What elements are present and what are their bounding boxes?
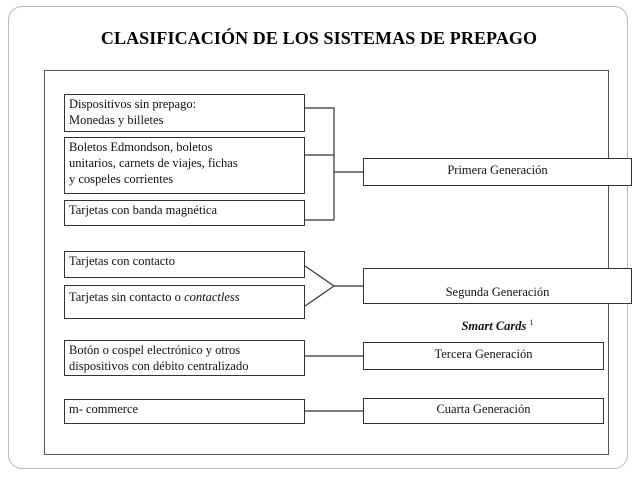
generation-segunda: Segunda Generación Smart Cards 1 xyxy=(363,268,632,333)
footnote-marker: 1 xyxy=(529,318,534,327)
slide-title: CLASIFICACIÓN DE LOS SISTEMAS DE PREPAGO xyxy=(100,28,538,48)
generation-cuarta: Cuarta Generación xyxy=(363,398,604,424)
item-m-commerce: m- commerce xyxy=(64,399,305,424)
smart-cards-label: Smart Cards xyxy=(461,319,527,334)
item-boletos-edmondson: Boletos Edmondson, boletos unitarios, ca… xyxy=(64,137,305,194)
item-boton-cospel-electronico: Botón o cospel electrónico y otros dispo… xyxy=(64,340,305,376)
diagram-panel xyxy=(44,70,609,455)
item-tarjetas-sin-contacto: Tarjetas sin contacto o contactless xyxy=(64,285,305,319)
generation-tercera: Tercera Generación xyxy=(363,342,604,370)
connector-g2 xyxy=(304,265,336,307)
generation-primera: Primera Generación xyxy=(363,158,632,186)
item-dispositivos-sin-prepago: Dispositivos sin prepago: Monedas y bill… xyxy=(64,94,305,132)
item-tarjetas-con-contacto: Tarjetas con contacto xyxy=(64,251,305,278)
connector-g1-item1 xyxy=(305,107,335,220)
generation-segunda-label: Segunda Generación xyxy=(445,285,550,299)
generation-segunda-sub: Smart Cards 1 xyxy=(368,315,627,334)
item-contactless-text: contactless xyxy=(184,290,240,304)
item-tarjetas-sin-contacto-text: Tarjetas sin contacto o xyxy=(69,290,181,304)
item-tarjetas-banda-magnetica: Tarjetas con banda magnética xyxy=(64,200,305,226)
slide-frame xyxy=(8,6,628,469)
